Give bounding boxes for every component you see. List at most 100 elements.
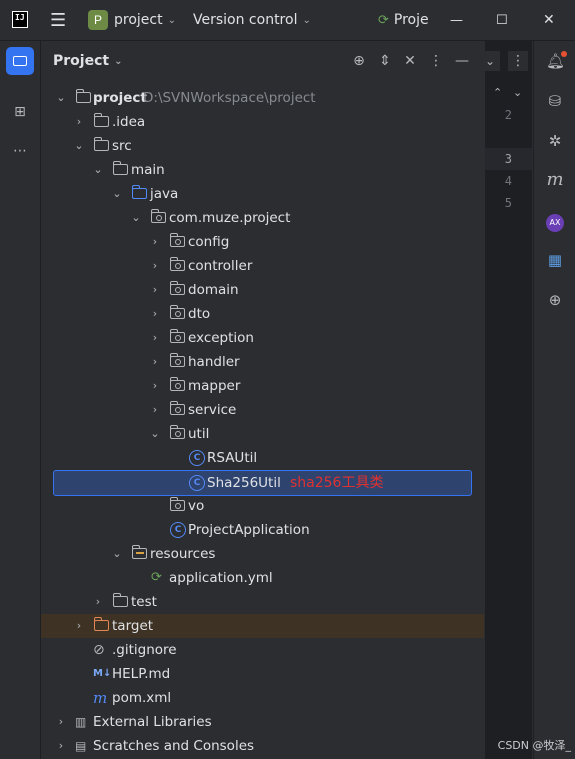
expand-all-icon[interactable]: ⇕ — [379, 53, 391, 69]
close-button[interactable]: ✕ — [543, 0, 555, 40]
tree-label: com.muze.project — [169, 210, 291, 226]
tree-row-idea[interactable]: › .idea — [41, 110, 484, 134]
tree-label: src — [112, 138, 132, 154]
structure-tool-button[interactable]: ⊞ — [11, 103, 29, 121]
tree-row-help-md[interactable]: M↓ HELP.md — [41, 662, 484, 686]
current-line-highlight — [485, 148, 532, 170]
editor-nav-down-icon[interactable]: ⌄ — [513, 86, 523, 99]
collapsed-chevron-icon: › — [76, 115, 82, 128]
tree-label: HELP.md — [112, 666, 171, 682]
more-tools-button[interactable]: ⋯ — [11, 142, 29, 160]
project-tool-button[interactable] — [6, 47, 34, 75]
tree-label: RSAUtil — [207, 450, 258, 466]
tree-row-java[interactable]: ⌄ java — [41, 182, 484, 206]
tree-row-package[interactable]: ⌄ com.muze.project — [41, 206, 484, 230]
minimize-button[interactable]: — — [450, 0, 463, 40]
structure-icon: ⊞ — [14, 104, 26, 120]
notification-dot — [561, 51, 567, 57]
tree-label: main — [131, 162, 165, 178]
folder-icon — [13, 56, 27, 66]
tree-row-controller[interactable]: › controller — [41, 254, 484, 278]
tree-row-scratches[interactable]: › ▤ Scratches and Consoles — [41, 734, 484, 758]
collapsed-chevron-icon: › — [152, 331, 158, 344]
package-icon — [169, 329, 185, 343]
spring-boot-class-icon: C — [170, 522, 186, 538]
hamburger-icon: ☰ — [50, 9, 67, 31]
tree-row-pom[interactable]: m pom.xml — [41, 686, 484, 710]
aix-icon[interactable]: AX — [546, 211, 564, 232]
database-icon[interactable]: ⛁ — [548, 92, 562, 110]
run-config-label: Proje — [393, 12, 429, 28]
editor-chevron-icon[interactable]: ⌄ — [480, 51, 500, 71]
package-icon — [169, 377, 185, 391]
editor-more-icon[interactable]: ⋮ — [508, 51, 528, 71]
options-icon[interactable]: ⋮ — [429, 53, 443, 69]
web-icon[interactable]: ⊕ — [548, 291, 562, 309]
tree-label: resources — [150, 546, 216, 562]
ignore-file-icon: ⊘ — [93, 642, 105, 658]
scratches-icon: ▤ — [75, 739, 87, 753]
coverage-icon[interactable]: ▦ — [547, 251, 563, 269]
collapsed-chevron-icon: › — [95, 595, 101, 608]
tree-row-config[interactable]: › config — [41, 230, 484, 254]
tree-row-sha256util[interactable]: C Sha256Util sha256工具类 — [53, 470, 472, 496]
tree-row-external-libraries[interactable]: › ▥ External Libraries — [41, 710, 484, 734]
project-switcher[interactable]: P project ⌄ — [88, 0, 176, 40]
collapsed-chevron-icon: › — [58, 739, 64, 752]
tree-row-test[interactable]: › test — [41, 590, 484, 614]
line-number: 5 — [504, 196, 512, 210]
tree-label: service — [188, 402, 237, 418]
library-icon: ▥ — [75, 715, 87, 729]
close-icon: ✕ — [543, 12, 555, 28]
tree-label: Sha256Util — [207, 475, 281, 491]
package-icon — [169, 425, 185, 439]
excluded-folder-icon — [93, 617, 109, 631]
chevron-down-icon: ⌄ — [167, 14, 176, 26]
vcs-menu[interactable]: Version control ⌄ — [193, 0, 311, 40]
tree-label: .idea — [112, 114, 146, 130]
run-config-selector[interactable]: ⟳ Proje — [378, 0, 430, 40]
maven-icon[interactable]: m — [546, 169, 564, 190]
expanded-chevron-icon: ⌄ — [93, 163, 103, 176]
tree-row-exception[interactable]: › exception — [41, 326, 484, 350]
tree-row-mapper[interactable]: › mapper — [41, 374, 484, 398]
expanded-chevron-icon: ⌄ — [131, 211, 141, 224]
panel-title-dropdown[interactable]: Project ⌄ — [53, 41, 122, 81]
collapse-all-icon[interactable]: ✕ — [404, 53, 416, 69]
maven-icon: m — [93, 689, 108, 707]
hide-panel-icon[interactable]: — — [455, 53, 469, 69]
tree-row-main[interactable]: ⌄ main — [41, 158, 484, 182]
tree-row-domain[interactable]: › domain — [41, 278, 484, 302]
tree-row-vo[interactable]: vo — [41, 494, 484, 518]
tree-label: domain — [188, 282, 239, 298]
locate-icon[interactable]: ⊕ — [353, 53, 365, 69]
ai-assistant-icon[interactable]: ✲ — [548, 132, 562, 150]
notifications-icon[interactable]: 🔔︎ — [546, 52, 566, 70]
tree-row-util[interactable]: ⌄ util — [41, 422, 484, 446]
maximize-button[interactable]: ☐ — [496, 0, 508, 40]
panel-title: Project — [53, 53, 110, 69]
tree-label: config — [188, 234, 230, 250]
editor-nav-up-icon[interactable]: ⌃ — [493, 86, 503, 99]
collapsed-chevron-icon: › — [58, 715, 64, 728]
main-menu-button[interactable]: ☰ — [50, 0, 66, 40]
tree-row-gitignore[interactable]: ⊘ .gitignore — [41, 638, 484, 662]
watermark: CSDN @牧泽_ — [497, 739, 571, 752]
tree-row-projectapplication[interactable]: C ProjectApplication — [41, 518, 484, 542]
tree-row-src[interactable]: ⌄ src — [41, 134, 484, 158]
tree-row-service[interactable]: › service — [41, 398, 484, 422]
source-folder-icon — [131, 185, 147, 199]
tree-row-resources[interactable]: ⌄ resources — [41, 542, 484, 566]
tree-row-dto[interactable]: › dto — [41, 302, 484, 326]
expanded-chevron-icon: ⌄ — [150, 427, 160, 440]
tree-row-handler[interactable]: › handler — [41, 350, 484, 374]
tree-label: mapper — [188, 378, 241, 394]
tree-row-root[interactable]: ⌄ project D:\SVNWorkspace\project — [41, 86, 484, 110]
tree-row-target[interactable]: › target — [41, 614, 484, 638]
tree-row-application-yml[interactable]: ⟳ application.yml — [41, 566, 484, 590]
title-bar: IJ ☰ P project ⌄ Version control ⌄ ⟳ Pro… — [0, 0, 575, 41]
intellij-logo: IJ — [12, 11, 28, 28]
package-icon — [150, 209, 166, 223]
tree-row-rsautil[interactable]: C RSAUtil — [41, 446, 484, 470]
folder-icon — [112, 593, 128, 607]
